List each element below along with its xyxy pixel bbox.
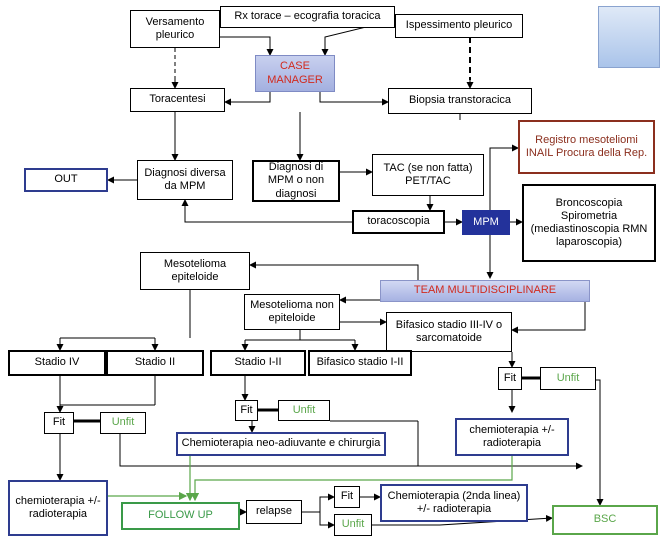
fit-left-box: Fit <box>44 412 74 434</box>
out-box: OUT <box>24 168 108 192</box>
unfit-bottom-box: Unfit <box>334 514 372 536</box>
versamento-box: Versamento pleurico <box>130 10 220 48</box>
stadio-iv-box: Stadio IV <box>8 350 106 376</box>
chemio-neo-box: Chemioterapia neo-adiuvante e chirurgia <box>176 432 386 456</box>
diagnosi-diversa-box: Diagnosi diversa da MPM <box>137 160 233 200</box>
bifasico-1-2-box: Bifasico stadio I-II <box>308 350 412 376</box>
stadio-ii-box: Stadio II <box>106 350 204 376</box>
toracoscopia-box: toracoscopia <box>352 210 445 234</box>
broncoscopia-box: Broncoscopia Spirometria (mediastinoscop… <box>522 184 656 262</box>
relapse-box: relapse <box>246 500 302 524</box>
fit-mid-box: Fit <box>235 400 258 421</box>
follow-up-box: FOLLOW UP <box>121 502 240 530</box>
unfit-left-box: Unfit <box>100 412 146 434</box>
meso-non-epit-box: Mesotelioma non epiteloide <box>244 294 340 330</box>
tac-box: TAC (se non fatta) PET/TAC <box>372 154 484 196</box>
chemio-radio-left-box: chemioterapia +/- radioterapia <box>8 480 108 536</box>
rx-box: Rx torace – ecografia toracica <box>220 6 395 28</box>
ispessimento-box: Ispessimento pleurico <box>395 14 523 38</box>
unfit-right-box: Unfit <box>540 367 596 390</box>
chemio-radio-right-box: chemioterapia +/- radioterapia <box>455 418 569 456</box>
case-manager-box: CASE MANAGER <box>255 55 335 92</box>
stadio-i-ii-box: Stadio I-II <box>210 350 306 376</box>
chemio-2-box: Chemioterapia (2nda linea) +/- radiotera… <box>380 484 528 522</box>
logo <box>598 6 660 68</box>
mpm-box: MPM <box>462 210 510 235</box>
bifasico-3-4-box: Bifasico stadio III-IV o sarcomatoide <box>386 312 512 352</box>
team-box: TEAM MULTIDISCIPLINARE <box>380 280 590 302</box>
registro-box: Registro mesoteliomi INAIL Procura della… <box>518 120 655 174</box>
unfit-mid-box: Unfit <box>278 400 330 421</box>
toracentesi-box: Toracentesi <box>130 88 225 112</box>
biopsia-box: Biopsia transtoracica <box>388 88 532 114</box>
fit-bottom-box: Fit <box>334 486 360 508</box>
meso-epit-box: Mesotelioma epiteloide <box>140 252 250 290</box>
diagnosi-mpm-box: Diagnosi di MPM o non diagnosi <box>252 160 340 202</box>
bsc-box: BSC <box>552 505 658 535</box>
fit-right-box: Fit <box>498 367 522 390</box>
